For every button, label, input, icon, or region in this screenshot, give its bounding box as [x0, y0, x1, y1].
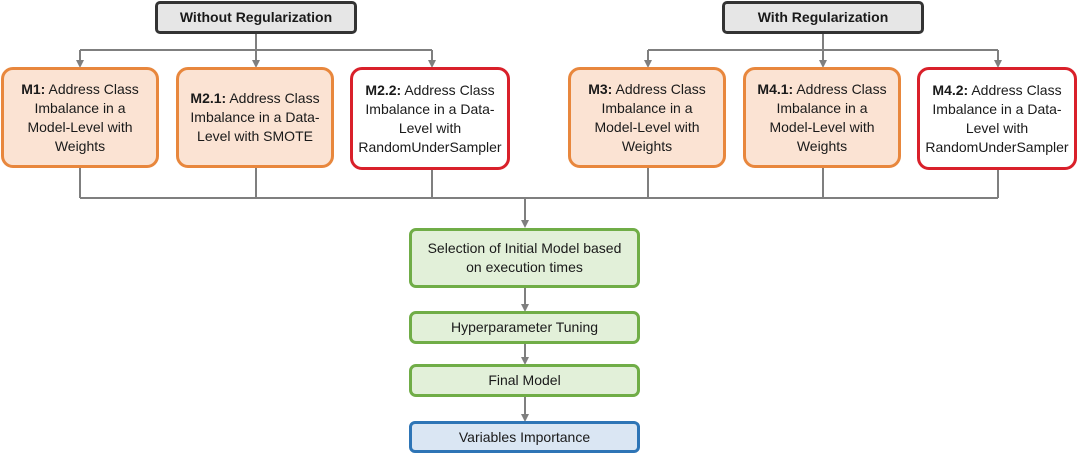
model-m2-1-text: M2.1: Address Class Imbalance in a Data-… — [187, 89, 323, 146]
model-m2-2-text: M2.2: Address Class Imbalance in a Data-… — [358, 81, 501, 157]
model-m2-2-code: M2.2: — [365, 81, 402, 98]
model-m4-2-desc: Address Class Imbalance in a Data-Level … — [925, 81, 1069, 155]
tuning-label: Hyperparameter Tuning — [450, 319, 599, 335]
tuning-box: Hyperparameter Tuning — [409, 311, 640, 344]
model-m1-text: M1: Address Class Imbalance in a Model-L… — [12, 80, 148, 156]
model-box-m3: M3: Address Class Imbalance in a Model-L… — [568, 67, 726, 168]
model-m1-desc: Address Class Imbalance in a Model-Level… — [27, 80, 139, 154]
model-m4-1-desc: Address Class Imbalance in a Model-Level… — [769, 80, 887, 154]
model-box-m2-1: M2.1: Address Class Imbalance in a Data-… — [176, 67, 334, 168]
model-m3-desc: Address Class Imbalance in a Model-Level… — [594, 80, 706, 154]
model-m4-1-code: M4.1: — [757, 80, 794, 97]
model-m2-1-desc: Address Class Imbalance in a Data-Level … — [190, 90, 320, 144]
model-box-m2-2: M2.2: Address Class Imbalance in a Data-… — [350, 67, 510, 170]
model-m3-text: M3: Address Class Imbalance in a Model-L… — [579, 80, 715, 156]
header-without-regularization: Without Regularization — [155, 1, 357, 34]
model-m2-2-desc: Address Class Imbalance in a Data-Level … — [358, 81, 502, 155]
model-m4-2-code: M4.2: — [932, 81, 969, 98]
model-m1-code: M1: — [21, 80, 46, 97]
final-model-box: Final Model — [409, 364, 640, 397]
variables-importance-box: Variables Importance — [409, 421, 640, 453]
model-m4-1-text: M4.1: Address Class Imbalance in a Model… — [754, 80, 890, 156]
model-box-m4-1: M4.1: Address Class Imbalance in a Model… — [743, 67, 901, 168]
variables-importance-label: Variables Importance — [458, 428, 591, 445]
model-m3-code: M3: — [588, 80, 613, 97]
header-with-label: With Regularization — [757, 9, 889, 25]
model-m2-1-code: M2.1: — [190, 90, 227, 106]
selection-label: Selection of Initial Model based on exec… — [427, 240, 622, 275]
header-with-regularization: With Regularization — [722, 1, 924, 34]
final-model-label: Final Model — [488, 372, 561, 388]
model-box-m1: M1: Address Class Imbalance in a Model-L… — [1, 67, 159, 168]
header-without-label: Without Regularization — [179, 9, 333, 25]
selection-box: Selection of Initial Model based on exec… — [409, 228, 640, 288]
model-box-m4-2: M4.2: Address Class Imbalance in a Data-… — [917, 67, 1077, 170]
model-m4-2-text: M4.2: Address Class Imbalance in a Data-… — [925, 81, 1068, 157]
